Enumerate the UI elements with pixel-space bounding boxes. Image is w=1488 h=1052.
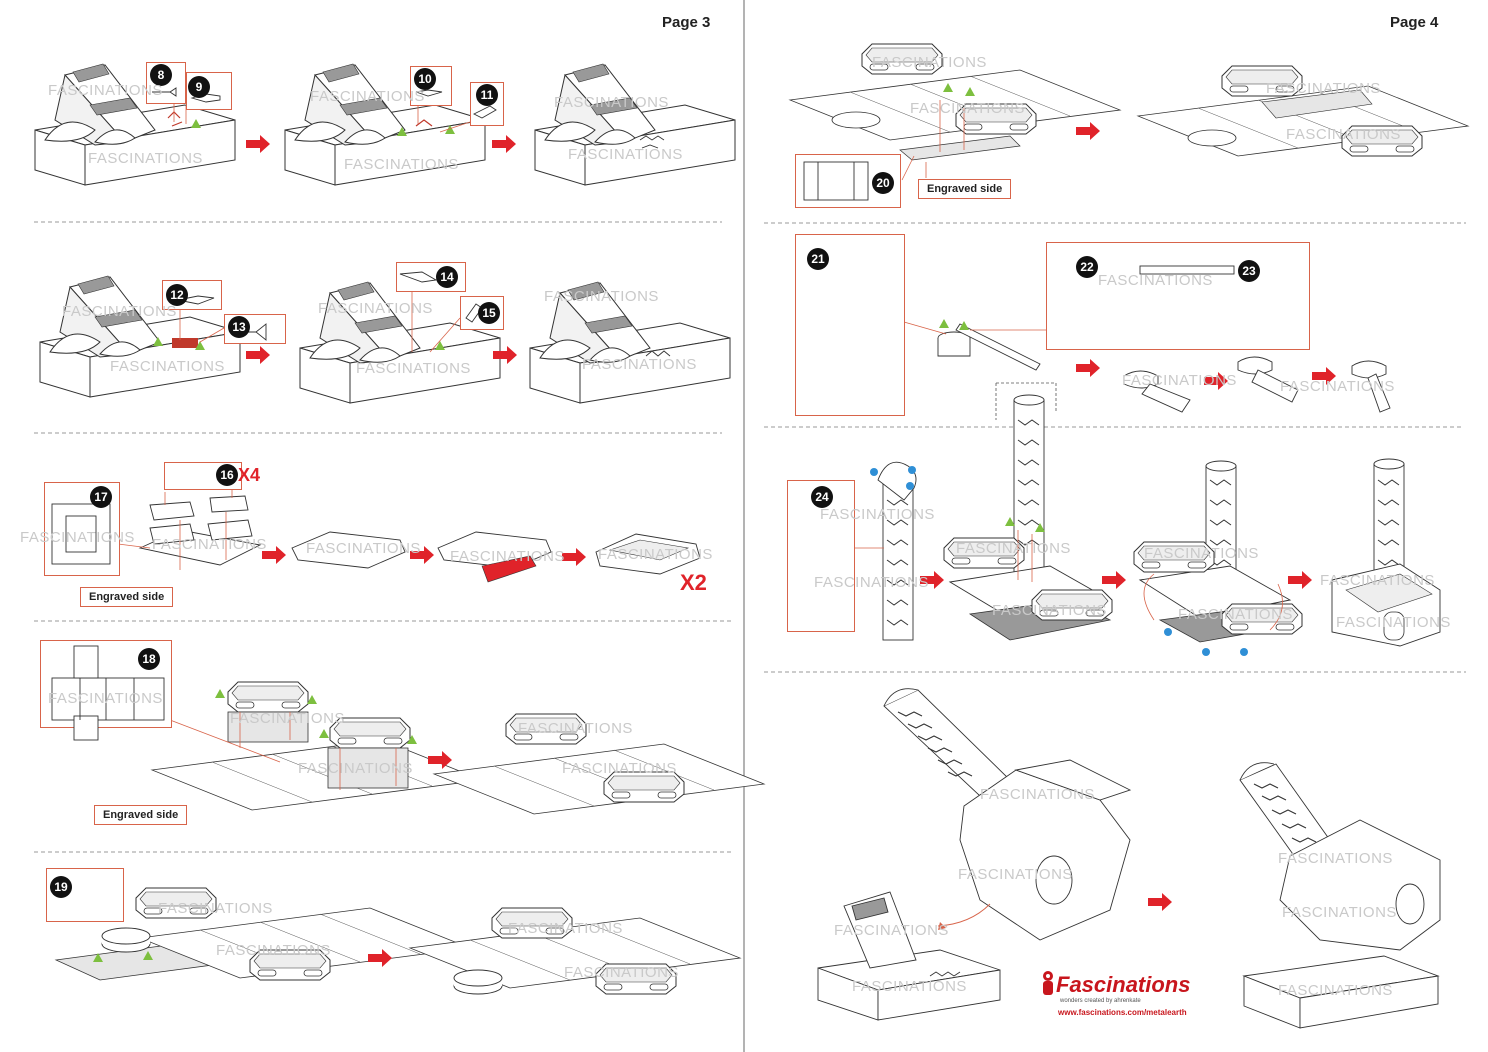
step-badge-21: 21 [807,248,829,270]
step-badge-15: 15 [478,302,500,324]
step-badge-17: 17 [90,486,112,508]
step-badge-12: 12 [166,284,188,306]
engraved-side-label-1: Engraved side [80,587,174,607]
step-badge-9: 9 [188,76,210,98]
step-badge-13: 13 [228,316,250,338]
step-badge-11: 11 [476,84,498,106]
step-badge-19: 19 [50,876,72,898]
step-badge-20: 20 [872,172,894,194]
step-badge-18: 18 [138,648,160,670]
engraved-side-label-3: Engraved side [918,179,1012,199]
page-number-right: Page 4 [1390,14,1439,31]
mascot-icon [1043,971,1053,995]
step-badge-14: 14 [436,266,458,288]
callout-step-24 [787,480,855,632]
quantity-x2: X2 [680,570,707,595]
step-badge-16: 16 [216,464,238,486]
step-badge-8: 8 [150,64,172,86]
fascinations-logo: Fascinations wonders created by ahrenkat… [1038,960,1198,1036]
engraved-side-label-2: Engraved side [94,805,188,825]
step-badge-22: 22 [1076,256,1098,278]
step-badge-10: 10 [414,68,436,90]
brand-tagline: wonders created by ahrenkate [1060,998,1141,1004]
quantity-x4: X4 [238,465,261,485]
step-badge-24: 24 [811,486,833,508]
brand-url: www.fascinations.com/metalearth [1058,1008,1187,1017]
page-number-left: Page 3 [662,14,711,31]
step-badge-23: 23 [1238,260,1260,282]
brand-name: Fascinations [1056,972,1191,997]
